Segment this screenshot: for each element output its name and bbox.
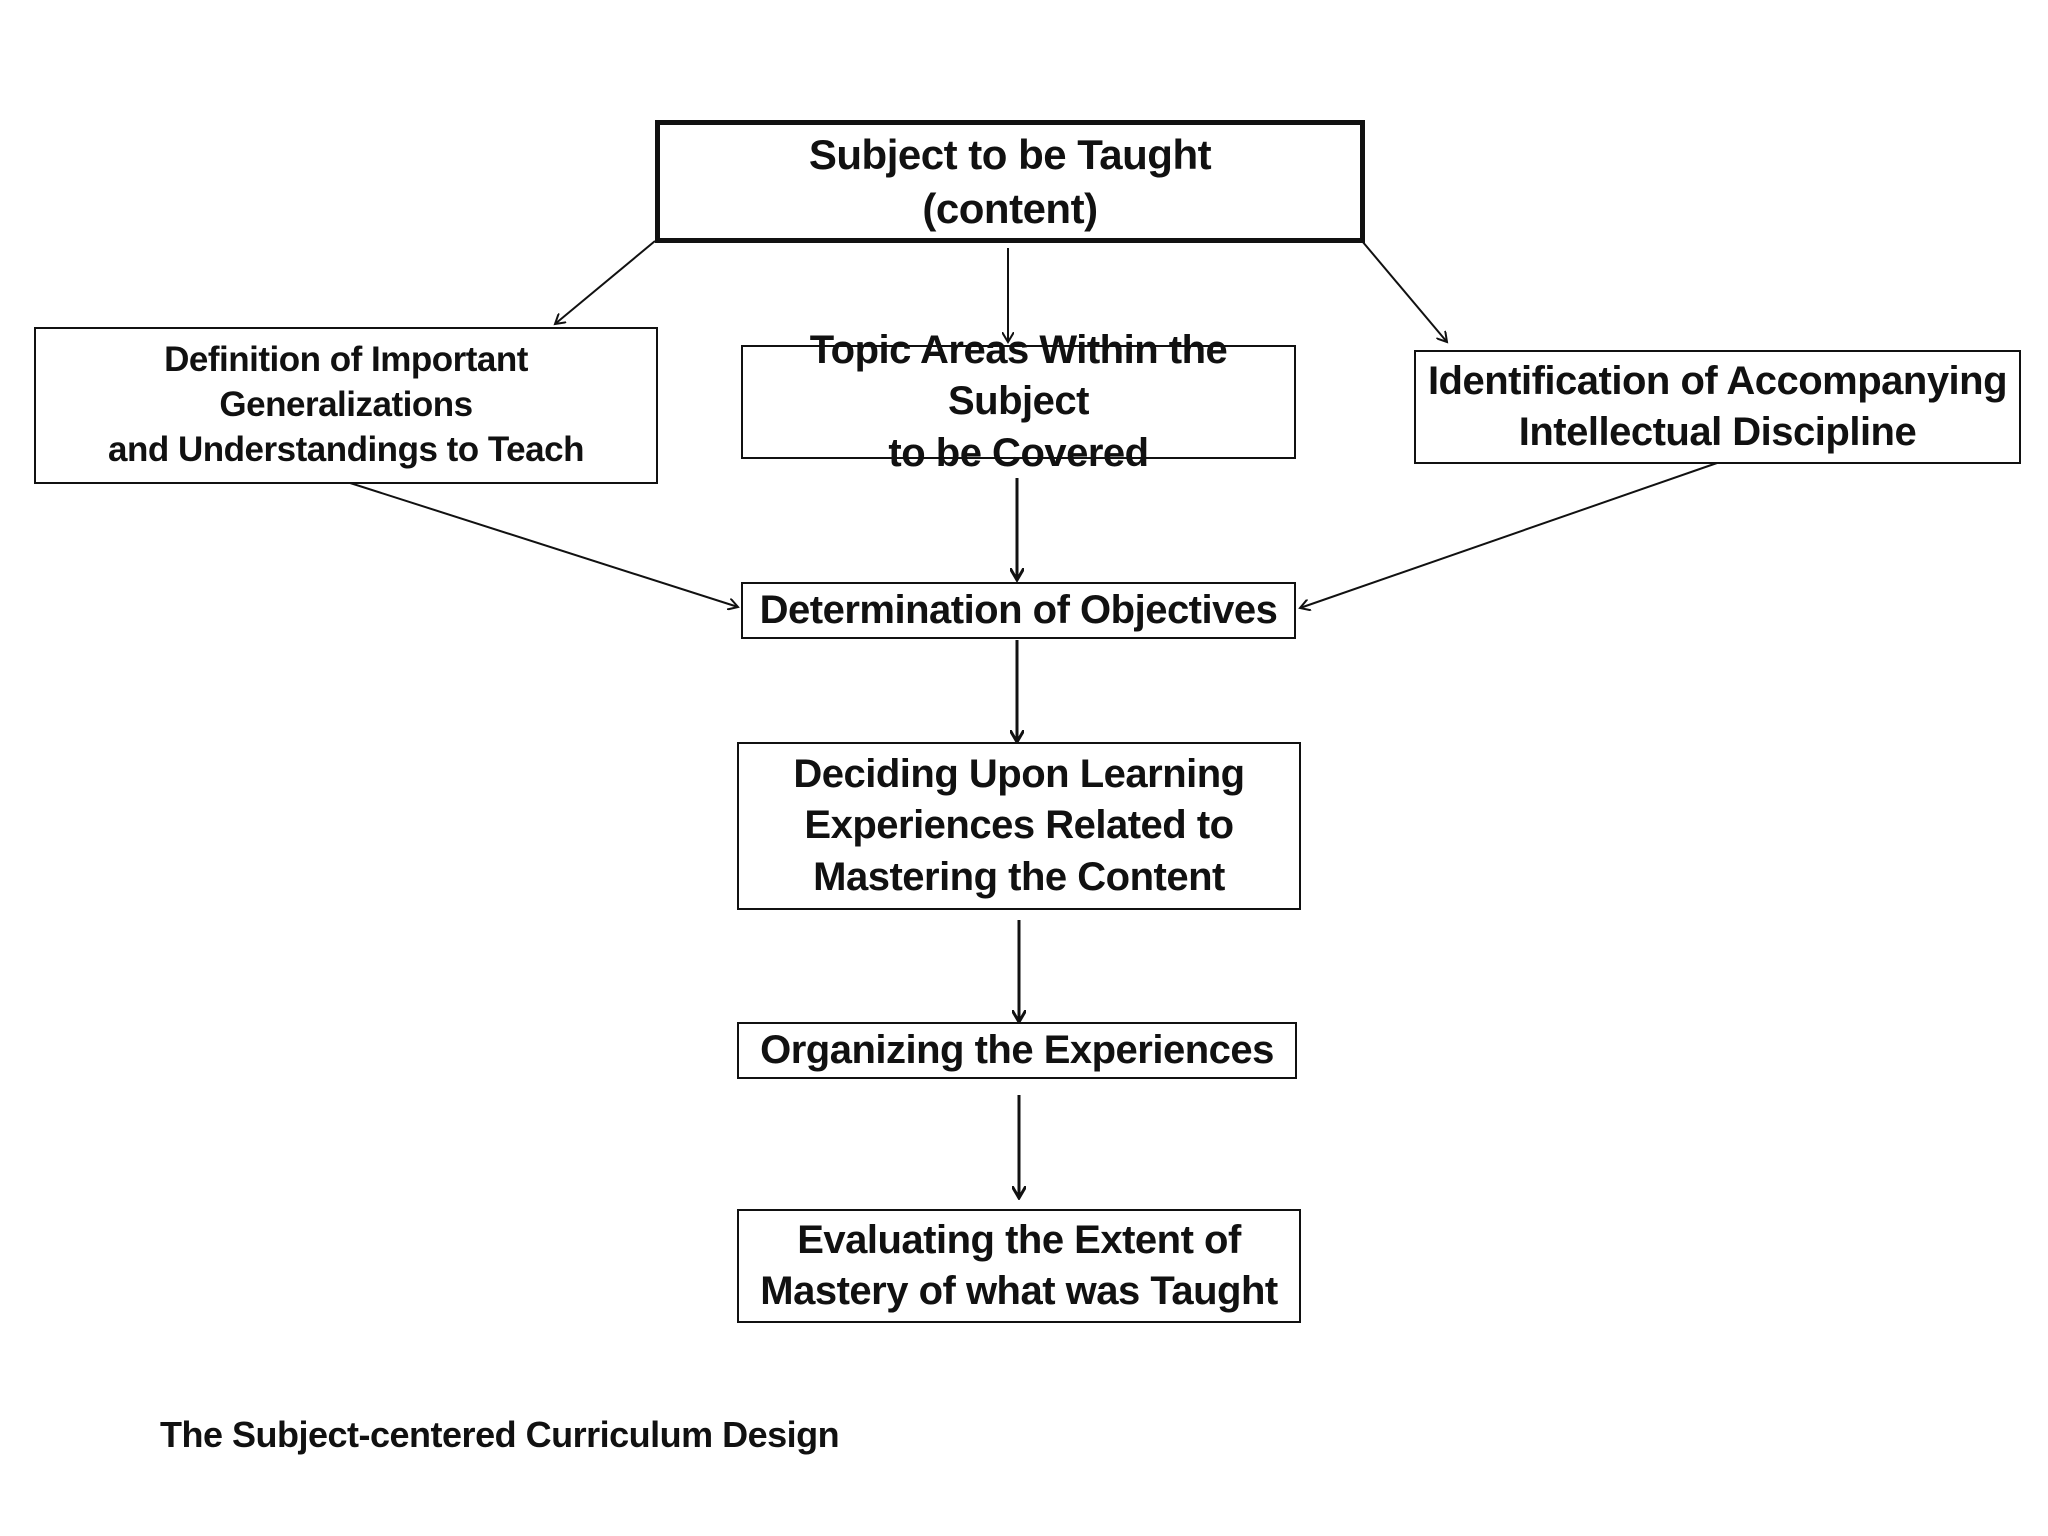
arrow-subject-to-discipline — [1361, 240, 1447, 342]
node-determination-of-objectives: Determination of Objectives — [741, 582, 1296, 639]
node-topic-areas: Topic Areas Within the Subject to be Cov… — [741, 328, 1296, 475]
arrow-discipline-to-objectives — [1300, 462, 1718, 608]
node-evaluating-mastery: Evaluating the Extent of Mastery of what… — [737, 1209, 1301, 1323]
node-subject-to-be-taught: Subject to be Taught (content) — [655, 120, 1365, 243]
diagram-caption: The Subject-centered Curriculum Design — [160, 1414, 840, 1455]
arrow-subject-to-generalizations — [555, 240, 656, 324]
node-organizing-experiences: Organizing the Experiences — [737, 1022, 1297, 1079]
arrow-generalizations-to-objectives — [346, 481, 738, 607]
node-learning-experiences: Deciding Upon Learning Experiences Relat… — [737, 742, 1301, 910]
node-generalizations: Definition of Important Generalizations … — [34, 327, 658, 484]
node-intellectual-discipline: Identification of Accompanying Intellect… — [1414, 350, 2021, 464]
